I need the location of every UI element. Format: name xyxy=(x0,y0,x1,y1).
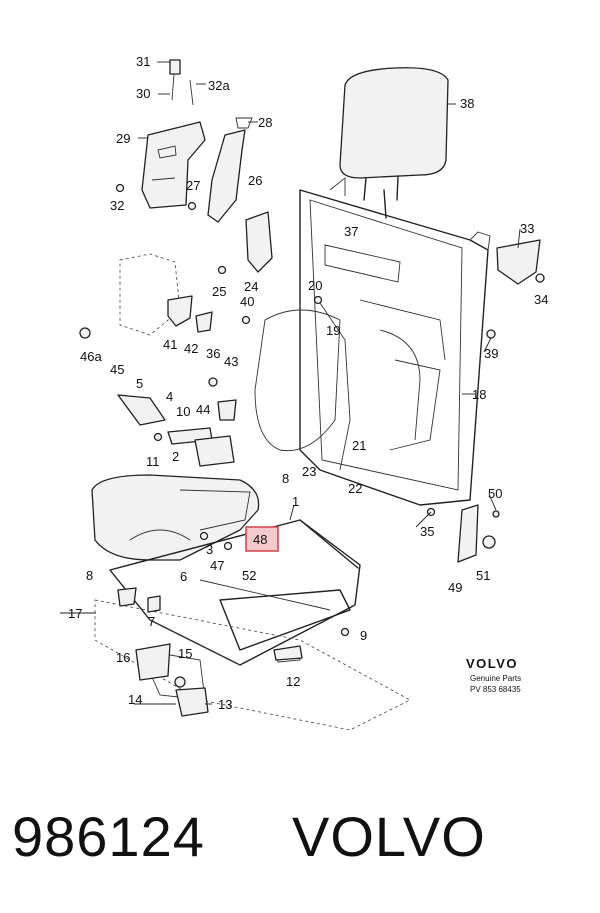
recliner-bracket xyxy=(207,117,253,223)
callout-22: 22 xyxy=(348,481,362,496)
callout-39: 39 xyxy=(484,346,498,361)
headrest xyxy=(339,67,449,219)
callout-28: 28 xyxy=(258,115,272,130)
callout-24: 24 xyxy=(244,279,258,294)
callout-9: 9 xyxy=(360,628,367,643)
callout-30: 30 xyxy=(136,86,150,101)
hinge-plate-49 xyxy=(457,504,500,563)
callout-1: 1 xyxy=(292,494,299,509)
callout-26: 26 xyxy=(248,173,262,188)
callout-42: 42 xyxy=(184,341,198,356)
callout-50: 50 xyxy=(488,486,502,501)
footer-part-number: 986124 xyxy=(12,805,205,868)
highlight-box-48 xyxy=(245,526,279,552)
fasteners xyxy=(79,183,496,688)
callout-3: 3 xyxy=(206,542,213,557)
callout-8-lower: 8 xyxy=(86,568,93,583)
callout-20: 20 xyxy=(308,278,322,293)
callout-8-upper: 8 xyxy=(282,471,289,486)
callout-5: 5 xyxy=(136,376,143,391)
brand-block: VOLVO Genuine Parts PV 853 68435 xyxy=(466,656,521,694)
callout-36: 36 xyxy=(206,346,220,361)
callout-40: 40 xyxy=(240,294,254,309)
back-padding xyxy=(254,309,341,452)
callout-18: 18 xyxy=(472,387,486,402)
leader-lines xyxy=(60,61,521,705)
callout-32: 32 xyxy=(110,198,124,213)
callout-15: 15 xyxy=(178,646,192,661)
callout-4: 4 xyxy=(166,389,173,404)
callout-32a: 32a xyxy=(208,78,230,93)
callout-34: 34 xyxy=(534,292,548,307)
callout-29: 29 xyxy=(116,131,130,146)
exploded-parts-diagram: 31 32a 30 28 29 27 26 32 38 37 33 25 24 … xyxy=(60,54,548,731)
callout-44: 44 xyxy=(196,402,210,417)
callout-45: 45 xyxy=(110,362,124,377)
bracket-24 xyxy=(245,211,273,273)
callout-31: 31 xyxy=(136,54,150,69)
callout-52: 52 xyxy=(242,568,256,583)
callout-14: 14 xyxy=(128,692,142,707)
callout-38: 38 xyxy=(460,96,474,111)
callout-46a: 46a xyxy=(80,349,102,364)
brand-logo: VOLVO xyxy=(466,656,518,671)
seat-frame xyxy=(109,519,361,666)
callout-33: 33 xyxy=(520,221,534,236)
callout-6: 6 xyxy=(180,569,187,584)
callout-16: 16 xyxy=(116,650,130,665)
callout-7: 7 xyxy=(148,614,155,629)
callout-37: 37 xyxy=(344,224,358,239)
clips xyxy=(117,394,303,717)
brackets-41-42 xyxy=(167,295,213,333)
brand-subtitle: Genuine Parts xyxy=(470,674,521,683)
callout-19: 19 xyxy=(326,323,340,338)
callout-51: 51 xyxy=(476,568,490,583)
callout-35: 35 xyxy=(420,524,434,539)
seat-cushion-outline xyxy=(119,253,181,336)
callout-47: 47 xyxy=(210,558,224,573)
callout-23: 23 xyxy=(302,464,316,479)
callout-10: 10 xyxy=(176,404,190,419)
callout-43: 43 xyxy=(224,354,238,369)
callout-21: 21 xyxy=(352,438,366,453)
footer-brand: VOLVO xyxy=(292,805,486,868)
callout-17: 17 xyxy=(68,606,82,621)
callout-11: 11 xyxy=(146,454,160,469)
callout-25: 25 xyxy=(212,284,226,299)
side-trim-panel xyxy=(141,59,206,209)
bracket-33 xyxy=(496,239,545,285)
brand-code: PV 853 68435 xyxy=(470,685,521,694)
seat-cushion xyxy=(91,474,260,561)
callout-13: 13 xyxy=(218,697,232,712)
callout-49: 49 xyxy=(448,580,462,595)
seat-back-frame xyxy=(299,177,491,506)
callout-41: 41 xyxy=(163,337,177,352)
callout-27: 27 xyxy=(186,178,200,193)
callout-labels: 31 32a 30 28 29 27 26 32 38 37 33 25 24 … xyxy=(68,54,548,712)
callout-2: 2 xyxy=(172,449,179,464)
callout-12: 12 xyxy=(286,674,300,689)
callout-48: 48 xyxy=(253,532,267,547)
